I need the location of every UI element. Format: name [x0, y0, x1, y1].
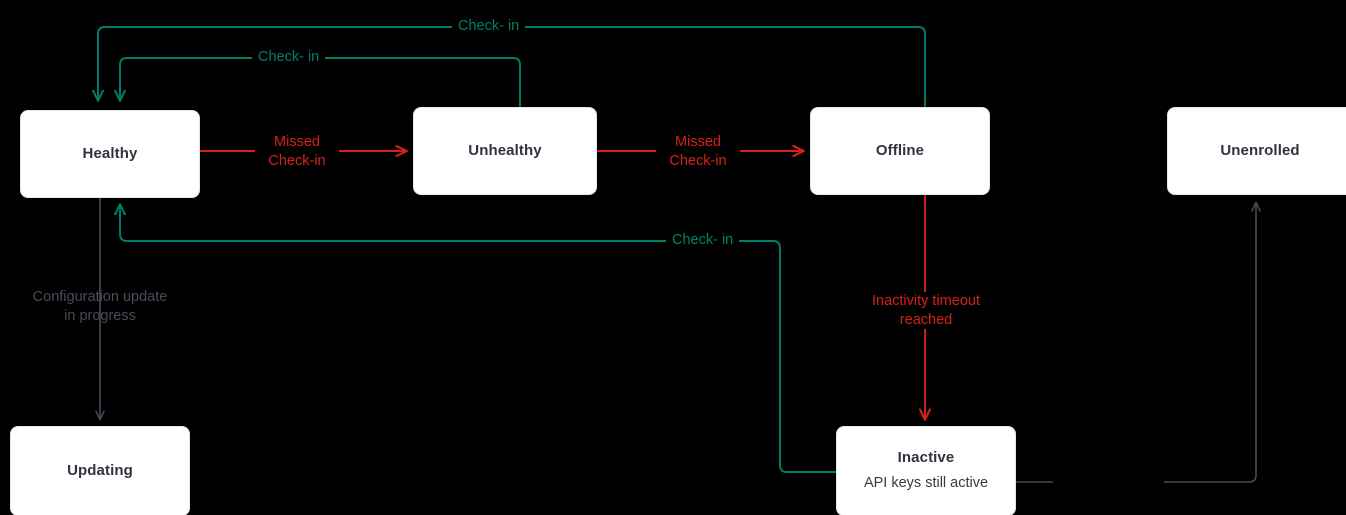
missed-check-in-1-line1: Missed	[255, 133, 339, 152]
node-updating[interactable]: Updating	[10, 426, 190, 515]
inactivity-line2: reached	[850, 310, 1002, 330]
config-line1: Configuration update	[32, 289, 168, 305]
node-healthy-title: Healthy	[82, 145, 138, 162]
edge-label-check-in-lower: Check- in	[666, 231, 740, 250]
edge-inactive-to-unenrolled	[1014, 203, 1256, 483]
node-inactive-title: Inactive	[897, 449, 955, 467]
missed-check-in-2-line1: Missed	[656, 133, 740, 152]
edge-label-missed-check-in-1: Missed Check-in	[255, 133, 339, 171]
edge-offline-to-healthy	[98, 26, 926, 108]
node-inactive[interactable]: Inactive API keys still active	[836, 426, 1016, 515]
missed-check-in-1-line2: Check-in	[255, 151, 339, 171]
node-offline[interactable]: Offline	[810, 107, 990, 195]
node-unenrolled-title: Unenrolled	[1220, 142, 1300, 159]
edge-label-missed-check-in-2: Missed Check-in	[656, 133, 740, 171]
node-unhealthy-title: Unhealthy	[468, 142, 542, 159]
node-offline-title: Offline	[875, 142, 925, 159]
edge-label-inactivity-timeout: Inactivity timeout reached	[850, 292, 1002, 330]
node-unenrolled[interactable]: Unenrolled	[1167, 107, 1346, 195]
edge-label-configuration-update: Configuration update in progress	[7, 288, 193, 325]
config-line2: in progress	[64, 307, 136, 324]
inactivity-line1: Inactivity timeout	[850, 292, 1002, 311]
node-inactive-subtitle: API keys still active	[863, 475, 989, 492]
missed-check-in-2-line2: Check-in	[656, 151, 740, 171]
node-healthy[interactable]: Healthy	[20, 110, 200, 198]
edge-label-check-in-mid: Check- in	[252, 48, 326, 67]
node-updating-title: Updating	[67, 462, 133, 479]
edge-label-inactive-to-unenrolled	[1053, 472, 1164, 492]
node-unhealthy[interactable]: Unhealthy	[413, 107, 597, 195]
edge-label-check-in-top: Check- in	[452, 17, 526, 36]
